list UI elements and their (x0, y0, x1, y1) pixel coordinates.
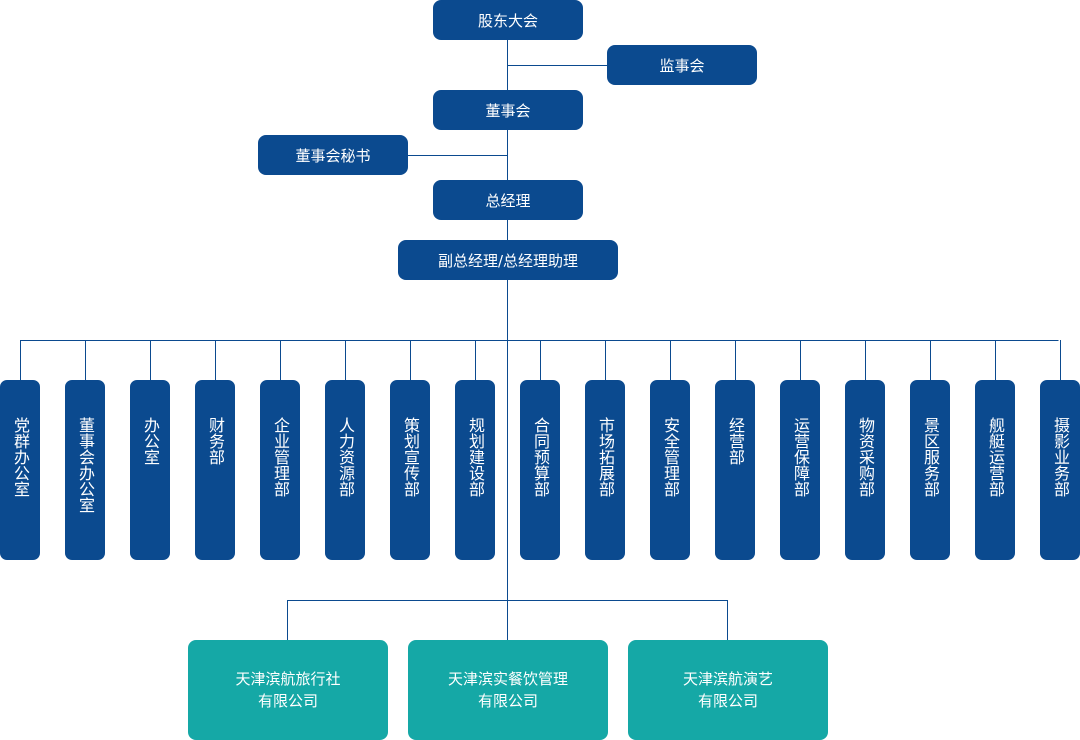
subsidiary-name: 天津滨航演艺 (682, 670, 773, 688)
subsidiary-suffix: 有限公司 (477, 692, 538, 710)
department-label: 舰艇运营部 (986, 417, 1005, 497)
department-box[interactable]: 景区服务部 (910, 380, 950, 560)
department-box[interactable]: 企业管理部 (260, 380, 300, 560)
department-label: 规划建设部 (466, 417, 485, 497)
department-box[interactable]: 党群办公室 (0, 380, 40, 560)
department-label: 党群办公室 (11, 417, 30, 497)
department-box[interactable]: 市场拓展部 (585, 380, 625, 560)
subsidiary-name: 天津滨实餐饮管理 (447, 670, 568, 688)
department-label: 合同预算部 (531, 417, 550, 497)
department-label: 景区服务部 (921, 417, 940, 497)
department-box[interactable]: 合同预算部 (520, 380, 560, 560)
department-box[interactable]: 经营部 (715, 380, 755, 560)
department-box[interactable]: 物资采购部 (845, 380, 885, 560)
department-label: 安全管理部 (661, 417, 680, 497)
subsidiary-name: 天津滨航旅行社 (235, 670, 341, 688)
department-label: 策划宣传部 (401, 417, 420, 497)
department-label: 人力资源部 (336, 417, 355, 497)
department-box[interactable]: 财务部 (195, 380, 235, 560)
department-label: 运营保障部 (791, 417, 810, 497)
board-node[interactable]: 董事会 (433, 90, 583, 130)
department-box[interactable]: 董事会办公室 (65, 380, 105, 560)
department-box[interactable]: 办公室 (130, 380, 170, 560)
general-manager-node[interactable]: 总经理 (433, 180, 583, 220)
shareholders-meeting-node[interactable]: 股东大会 (433, 0, 583, 40)
subsidiary-catering[interactable]: 天津滨实餐饮管理 有限公司 (408, 640, 608, 740)
department-label: 董事会办公室 (76, 417, 95, 513)
department-label: 财务部 (206, 417, 225, 465)
department-box[interactable]: 规划建设部 (455, 380, 495, 560)
supervisors-node[interactable]: 监事会 (607, 45, 757, 85)
department-box[interactable]: 摄影业务部 (1040, 380, 1080, 560)
department-label: 办公室 (141, 417, 160, 465)
department-label: 企业管理部 (271, 417, 290, 497)
department-label: 物资采购部 (856, 417, 875, 497)
subsidiary-suffix: 有限公司 (697, 692, 758, 710)
department-box[interactable]: 运营保障部 (780, 380, 820, 560)
board-secretary-label: 董事会秘书 (295, 146, 371, 165)
supervisors-label: 监事会 (659, 56, 705, 75)
subsidiary-travel-agency[interactable]: 天津滨航旅行社 有限公司 (188, 640, 388, 740)
board-secretary-node[interactable]: 董事会秘书 (258, 135, 408, 175)
department-box[interactable]: 舰艇运营部 (975, 380, 1015, 560)
department-box[interactable]: 安全管理部 (650, 380, 690, 560)
department-box[interactable]: 策划宣传部 (390, 380, 430, 560)
deputy-gm-node[interactable]: 副总经理/总经理助理 (398, 240, 618, 280)
department-label: 摄影业务部 (1051, 417, 1070, 497)
deputy-gm-label: 副总经理/总经理助理 (437, 251, 579, 270)
general-manager-label: 总经理 (485, 191, 531, 210)
board-label: 董事会 (485, 101, 531, 120)
department-box[interactable]: 人力资源部 (325, 380, 365, 560)
department-label: 经营部 (726, 417, 745, 465)
subsidiary-suffix: 有限公司 (257, 692, 318, 710)
shareholders-meeting-label: 股东大会 (477, 11, 538, 30)
subsidiary-performing-arts[interactable]: 天津滨航演艺 有限公司 (628, 640, 828, 740)
department-label: 市场拓展部 (596, 417, 615, 497)
